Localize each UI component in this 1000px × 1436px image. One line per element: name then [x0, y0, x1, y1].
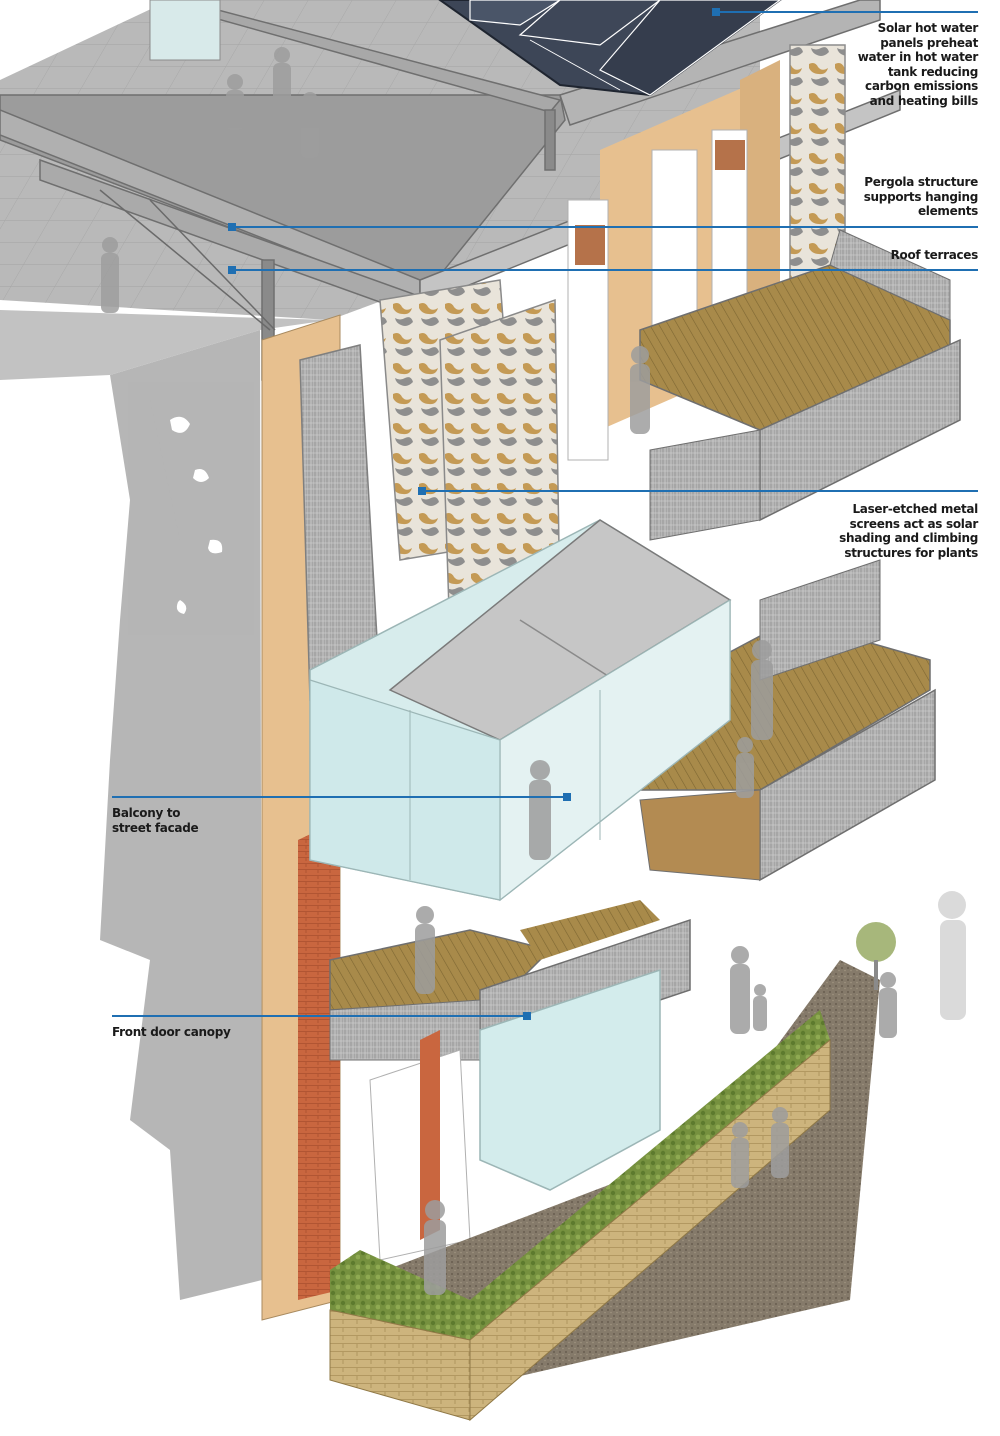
cast-shadows — [100, 330, 262, 1300]
annotation-line: Solar hot water — [877, 21, 979, 35]
annotation-line: and heating bills — [869, 93, 979, 108]
annotation-line: water in hot water — [857, 50, 979, 64]
annotation-line: tank reducing — [887, 64, 978, 79]
glass-balcony-box — [309, 519, 732, 902]
annotation-solar-panels: Solar hot water panels preheat water in … — [857, 21, 979, 108]
annotation-line: carbon emissions — [865, 79, 978, 93]
annotation-line: screens act as solar — [849, 516, 979, 531]
annotation-line: panels preheat — [880, 35, 978, 50]
laser-etched-metal-screens — [299, 279, 561, 701]
annotation-pergola: Pergola structure supports hanging eleme… — [863, 175, 979, 219]
solar-hot-water-panels — [438, 0, 782, 97]
annotation-line: supports hanging — [863, 189, 979, 204]
annotation-line: Roof terraces — [890, 248, 979, 262]
annotation-line: Pergola structure — [864, 175, 978, 189]
front-door-canopy — [369, 968, 661, 1261]
roof-terrace-balcony — [639, 229, 961, 541]
entrance-courtyard — [329, 922, 896, 1422]
annotation-roof-terraces: Roof terraces — [890, 248, 979, 263]
annotation-line: elements — [917, 204, 978, 218]
annotation-leaders — [112, 8, 978, 1020]
annotation-line: Balcony to — [112, 806, 181, 820]
people-silhouettes — [101, 47, 966, 1295]
annotation-line: Laser-etched metal — [852, 502, 978, 516]
annotation-line: shading and climbing — [839, 531, 978, 545]
annotation-front-door-canopy: Front door canopy — [112, 1025, 231, 1040]
annotation-line: Front door canopy — [112, 1025, 231, 1039]
annotation-balcony: Balcony to street facade — [112, 806, 199, 835]
hanging-screen-panels — [149, 0, 846, 296]
cast-shadow-fragments — [170, 416, 223, 614]
annotation-laser-screens: Laser-etched metal screens act as solar … — [839, 502, 978, 560]
annotation-line: street facade — [112, 820, 199, 835]
annotation-line: structures for plants — [844, 545, 978, 560]
